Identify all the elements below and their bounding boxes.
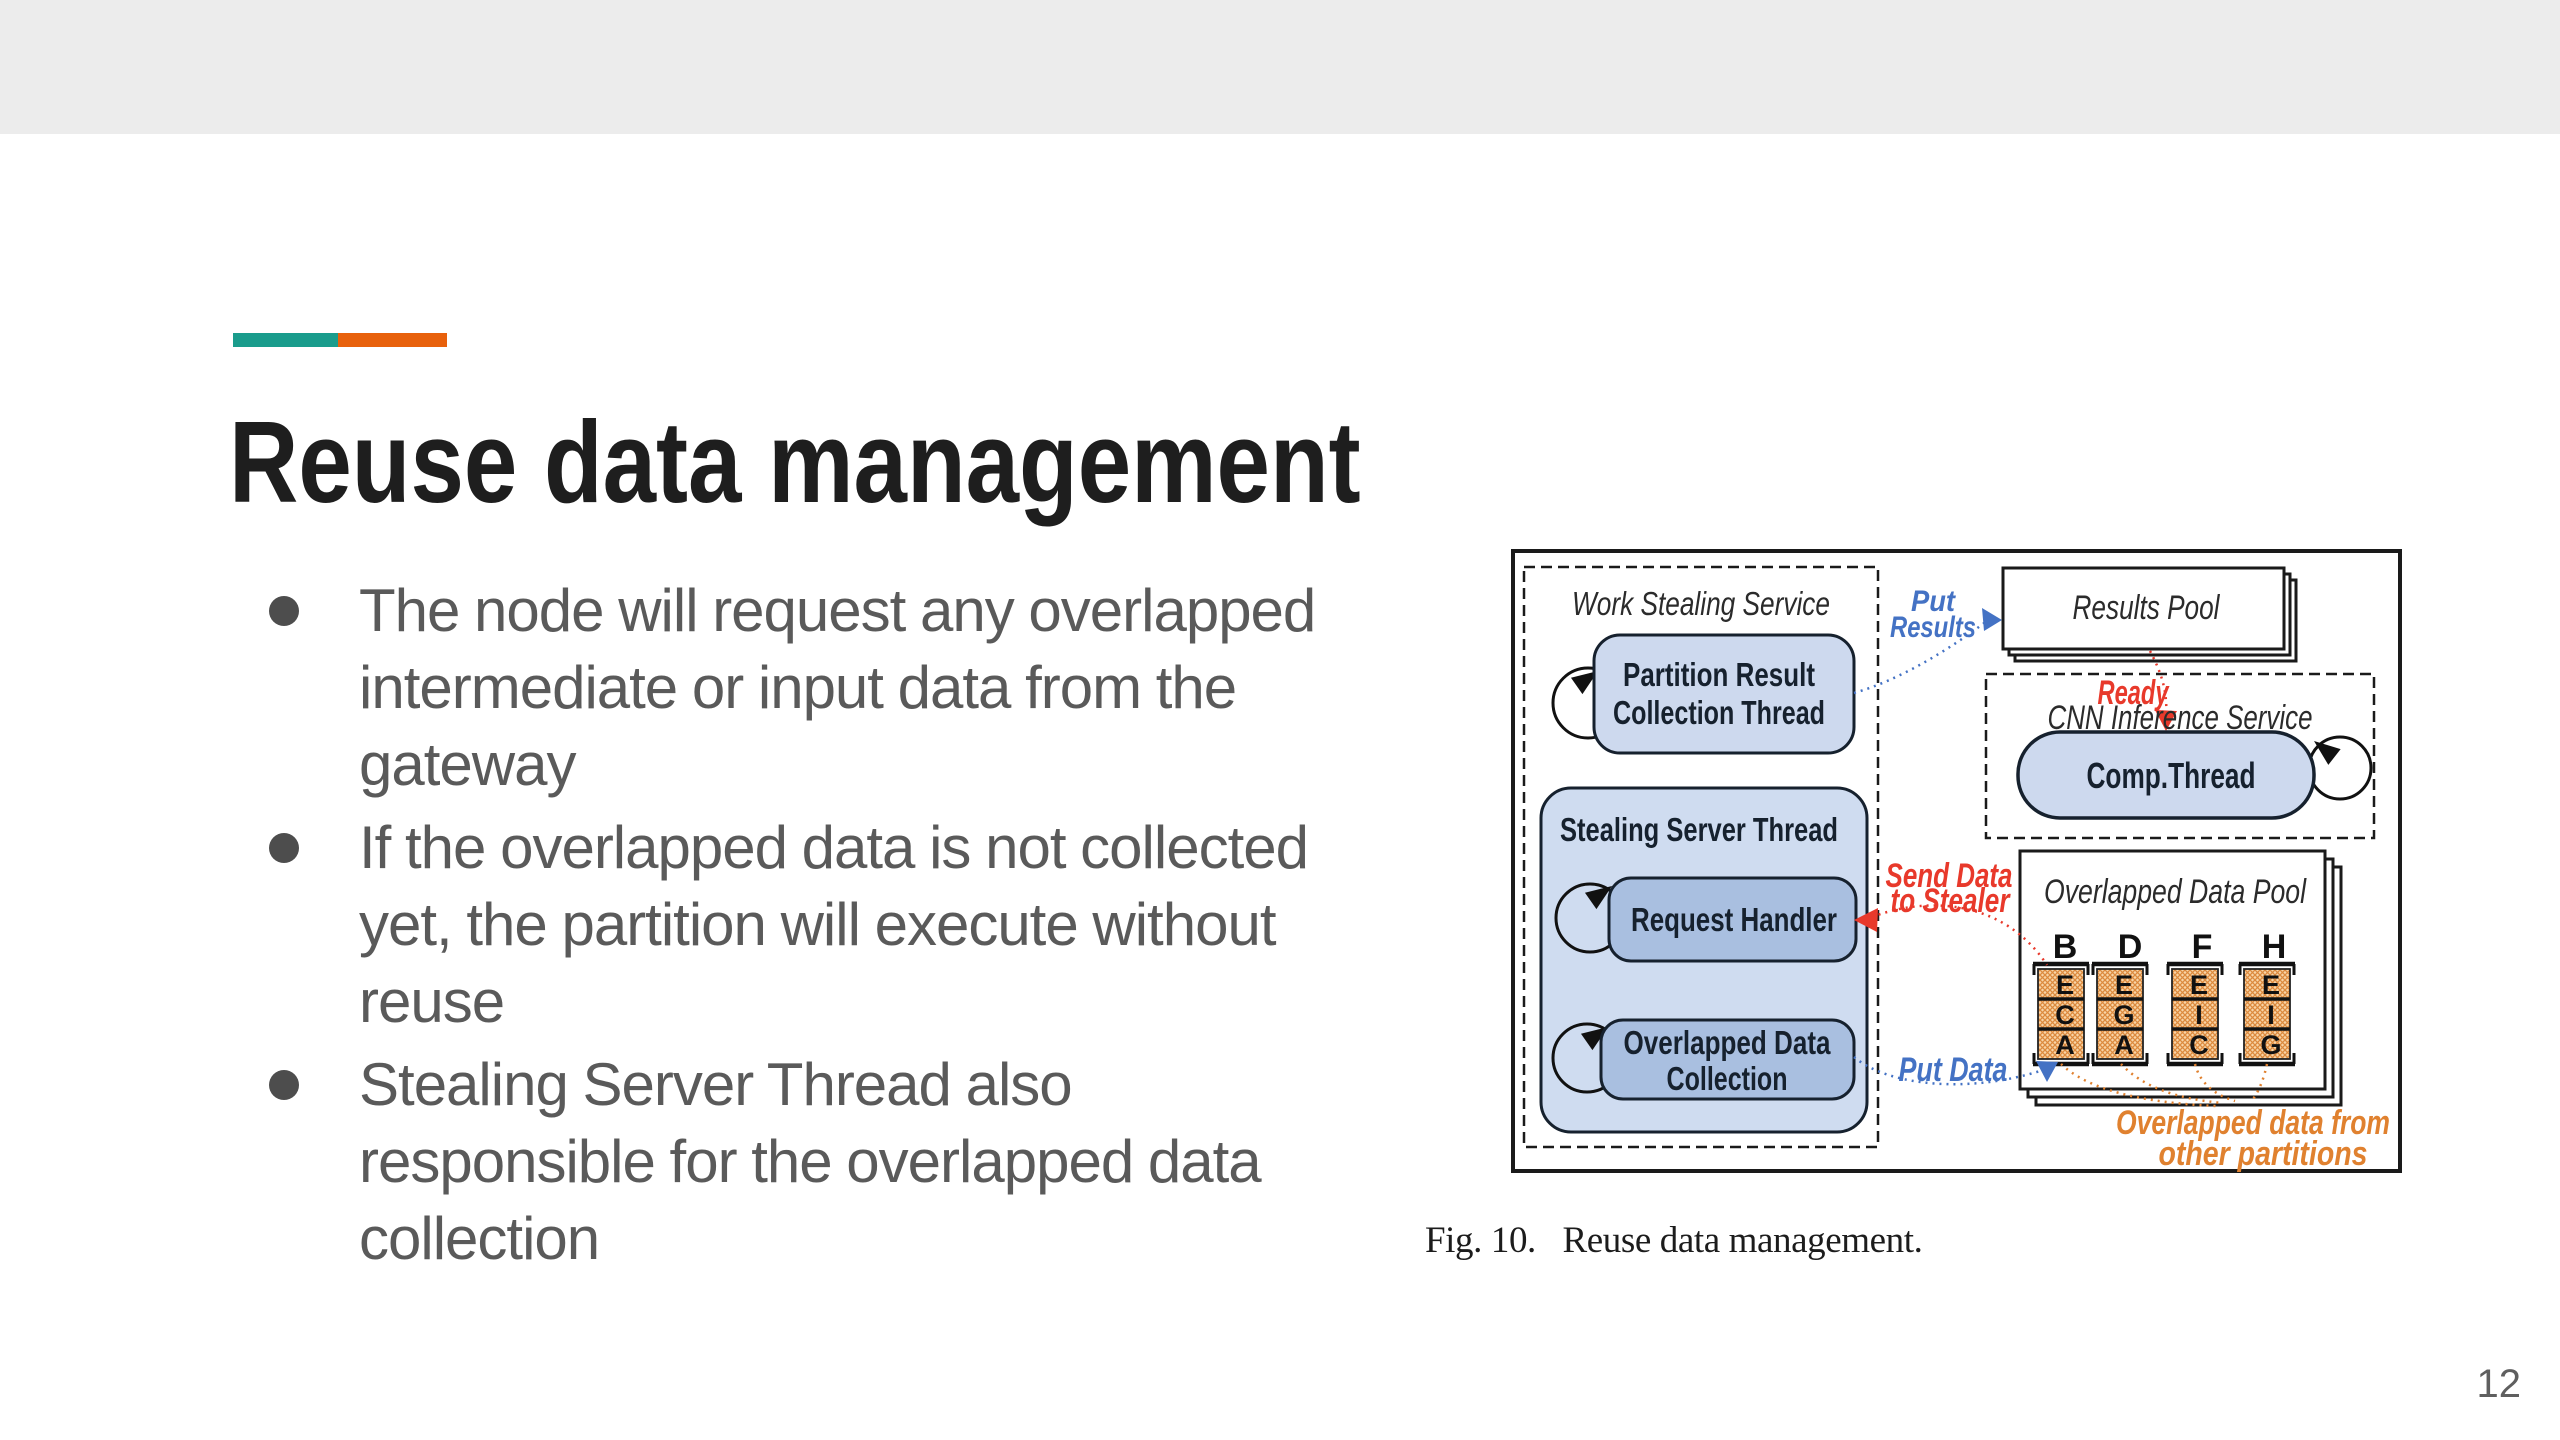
svg-text:Comp.Thread: Comp.Thread [2087, 755, 2256, 796]
svg-text:Send Data: Send Data [1886, 857, 2013, 895]
svg-text:Collection: Collection [1667, 1060, 1788, 1097]
svg-text:Results: Results [1890, 611, 1976, 644]
svg-text:Ready: Ready [2098, 674, 2170, 712]
svg-text:C: C [2055, 1000, 2075, 1030]
svg-text:E: E [2115, 970, 2133, 1000]
svg-text:F: F [2192, 928, 2213, 966]
svg-text:Overlapped Data Pool: Overlapped Data Pool [2044, 873, 2307, 911]
svg-text:E: E [2056, 970, 2074, 1000]
svg-text:Partition Result: Partition Result [1623, 656, 1815, 693]
svg-text:Put Data: Put Data [1899, 1051, 2008, 1089]
svg-text:E: E [2262, 970, 2280, 1000]
svg-text:D: D [2118, 928, 2143, 966]
svg-text:Overlapped Data: Overlapped Data [1624, 1024, 1832, 1061]
svg-text:B: B [2053, 928, 2078, 966]
svg-text:A: A [2114, 1030, 2134, 1060]
svg-text:A: A [2055, 1030, 2075, 1060]
svg-text:I: I [2267, 1000, 2275, 1030]
svg-text:Put: Put [1911, 585, 1957, 618]
svg-text:Results Pool: Results Pool [2073, 589, 2221, 627]
svg-text:G: G [2113, 1000, 2134, 1030]
svg-text:H: H [2262, 928, 2287, 966]
svg-text:other partitions: other partitions [2159, 1135, 2368, 1173]
svg-text:Collection Thread: Collection Thread [1613, 694, 1825, 731]
svg-text:I: I [2195, 1000, 2203, 1030]
svg-text:C: C [2189, 1030, 2209, 1060]
svg-text:Request Handler: Request Handler [1631, 901, 1837, 938]
svg-text:Overlapped data from: Overlapped data from [2116, 1104, 2390, 1142]
svg-text:E: E [2190, 970, 2208, 1000]
svg-text:Work Stealing Service: Work Stealing Service [1572, 585, 1830, 622]
svg-text:G: G [2260, 1030, 2281, 1060]
svg-text:Stealing Server Thread: Stealing Server Thread [1560, 811, 1838, 848]
svg-text:to Stealer: to Stealer [1891, 882, 2011, 920]
